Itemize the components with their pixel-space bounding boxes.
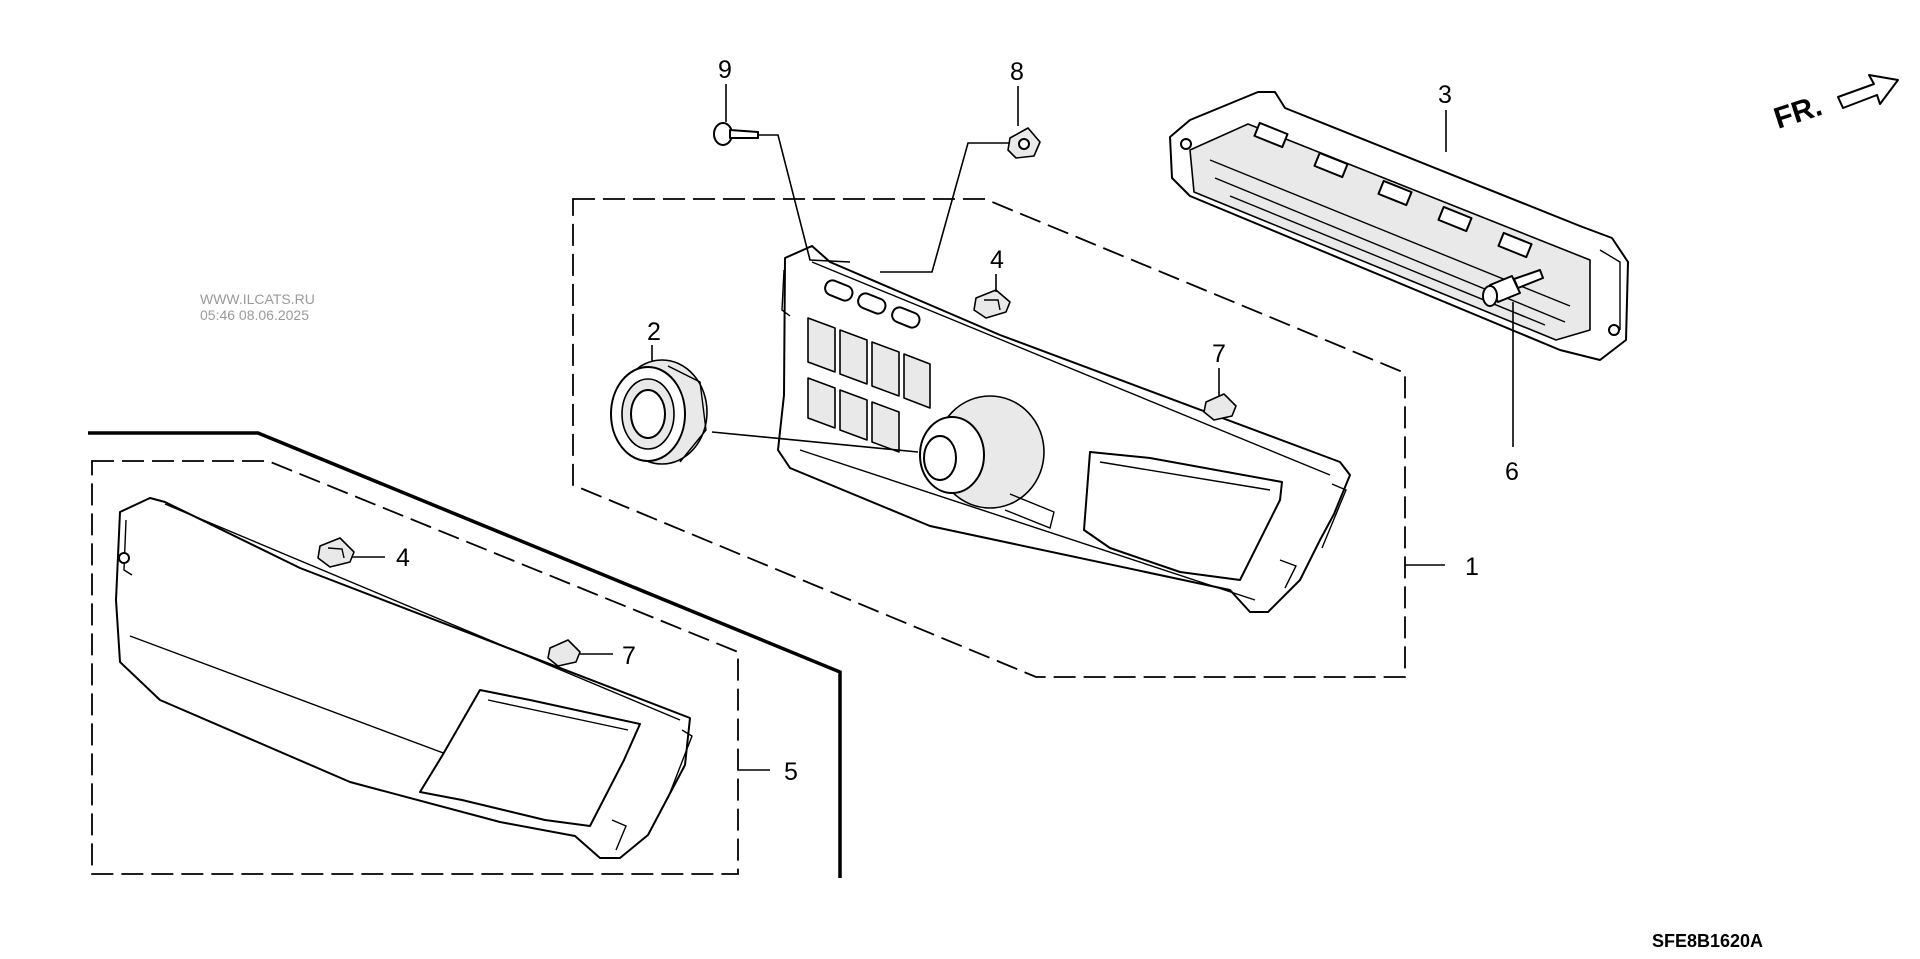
callout-5: 5 bbox=[784, 758, 798, 786]
diagram-code: SFE8B1620A bbox=[1652, 931, 1763, 951]
callout-2: 2 bbox=[647, 318, 661, 346]
part-3-control-unit bbox=[1169, 91, 1629, 361]
part-6-bolt bbox=[1482, 269, 1544, 447]
callout-8: 8 bbox=[1010, 58, 1024, 86]
front-direction-label: FR. bbox=[1770, 89, 1826, 135]
callout-6: 6 bbox=[1505, 458, 1519, 486]
part-8-nut bbox=[880, 86, 1041, 273]
callout-9: 9 bbox=[718, 56, 732, 84]
callout-7-lower: 7 bbox=[622, 642, 636, 670]
part-5-panel bbox=[115, 497, 770, 859]
callout-4-lower: 4 bbox=[396, 544, 410, 572]
watermark-site: WWW.ILCATS.RU bbox=[200, 291, 315, 307]
callout-1: 1 bbox=[1465, 553, 1479, 581]
part-1-center-panel bbox=[777, 245, 1351, 613]
callout-4-upper: 4 bbox=[990, 246, 1004, 274]
part-4-clip-lower bbox=[317, 537, 385, 568]
callout-3: 3 bbox=[1438, 81, 1452, 109]
assembly-5-outline bbox=[91, 460, 739, 875]
part-2-knob bbox=[610, 359, 919, 465]
part-9-screw bbox=[713, 84, 851, 263]
assembly-1-outline bbox=[572, 198, 1406, 678]
part-4-clip-upper bbox=[973, 289, 1011, 319]
front-direction-indicator: FR. bbox=[1770, 74, 1899, 136]
callout-7-upper: 7 bbox=[1212, 340, 1226, 368]
subassembly-border bbox=[88, 431, 842, 878]
part-7-clip-lower bbox=[547, 639, 613, 667]
front-arrow-icon bbox=[1837, 74, 1899, 109]
watermark-timestamp: 05:46 08.06.2025 bbox=[200, 307, 309, 323]
part-7-clip-upper bbox=[1203, 393, 1237, 421]
